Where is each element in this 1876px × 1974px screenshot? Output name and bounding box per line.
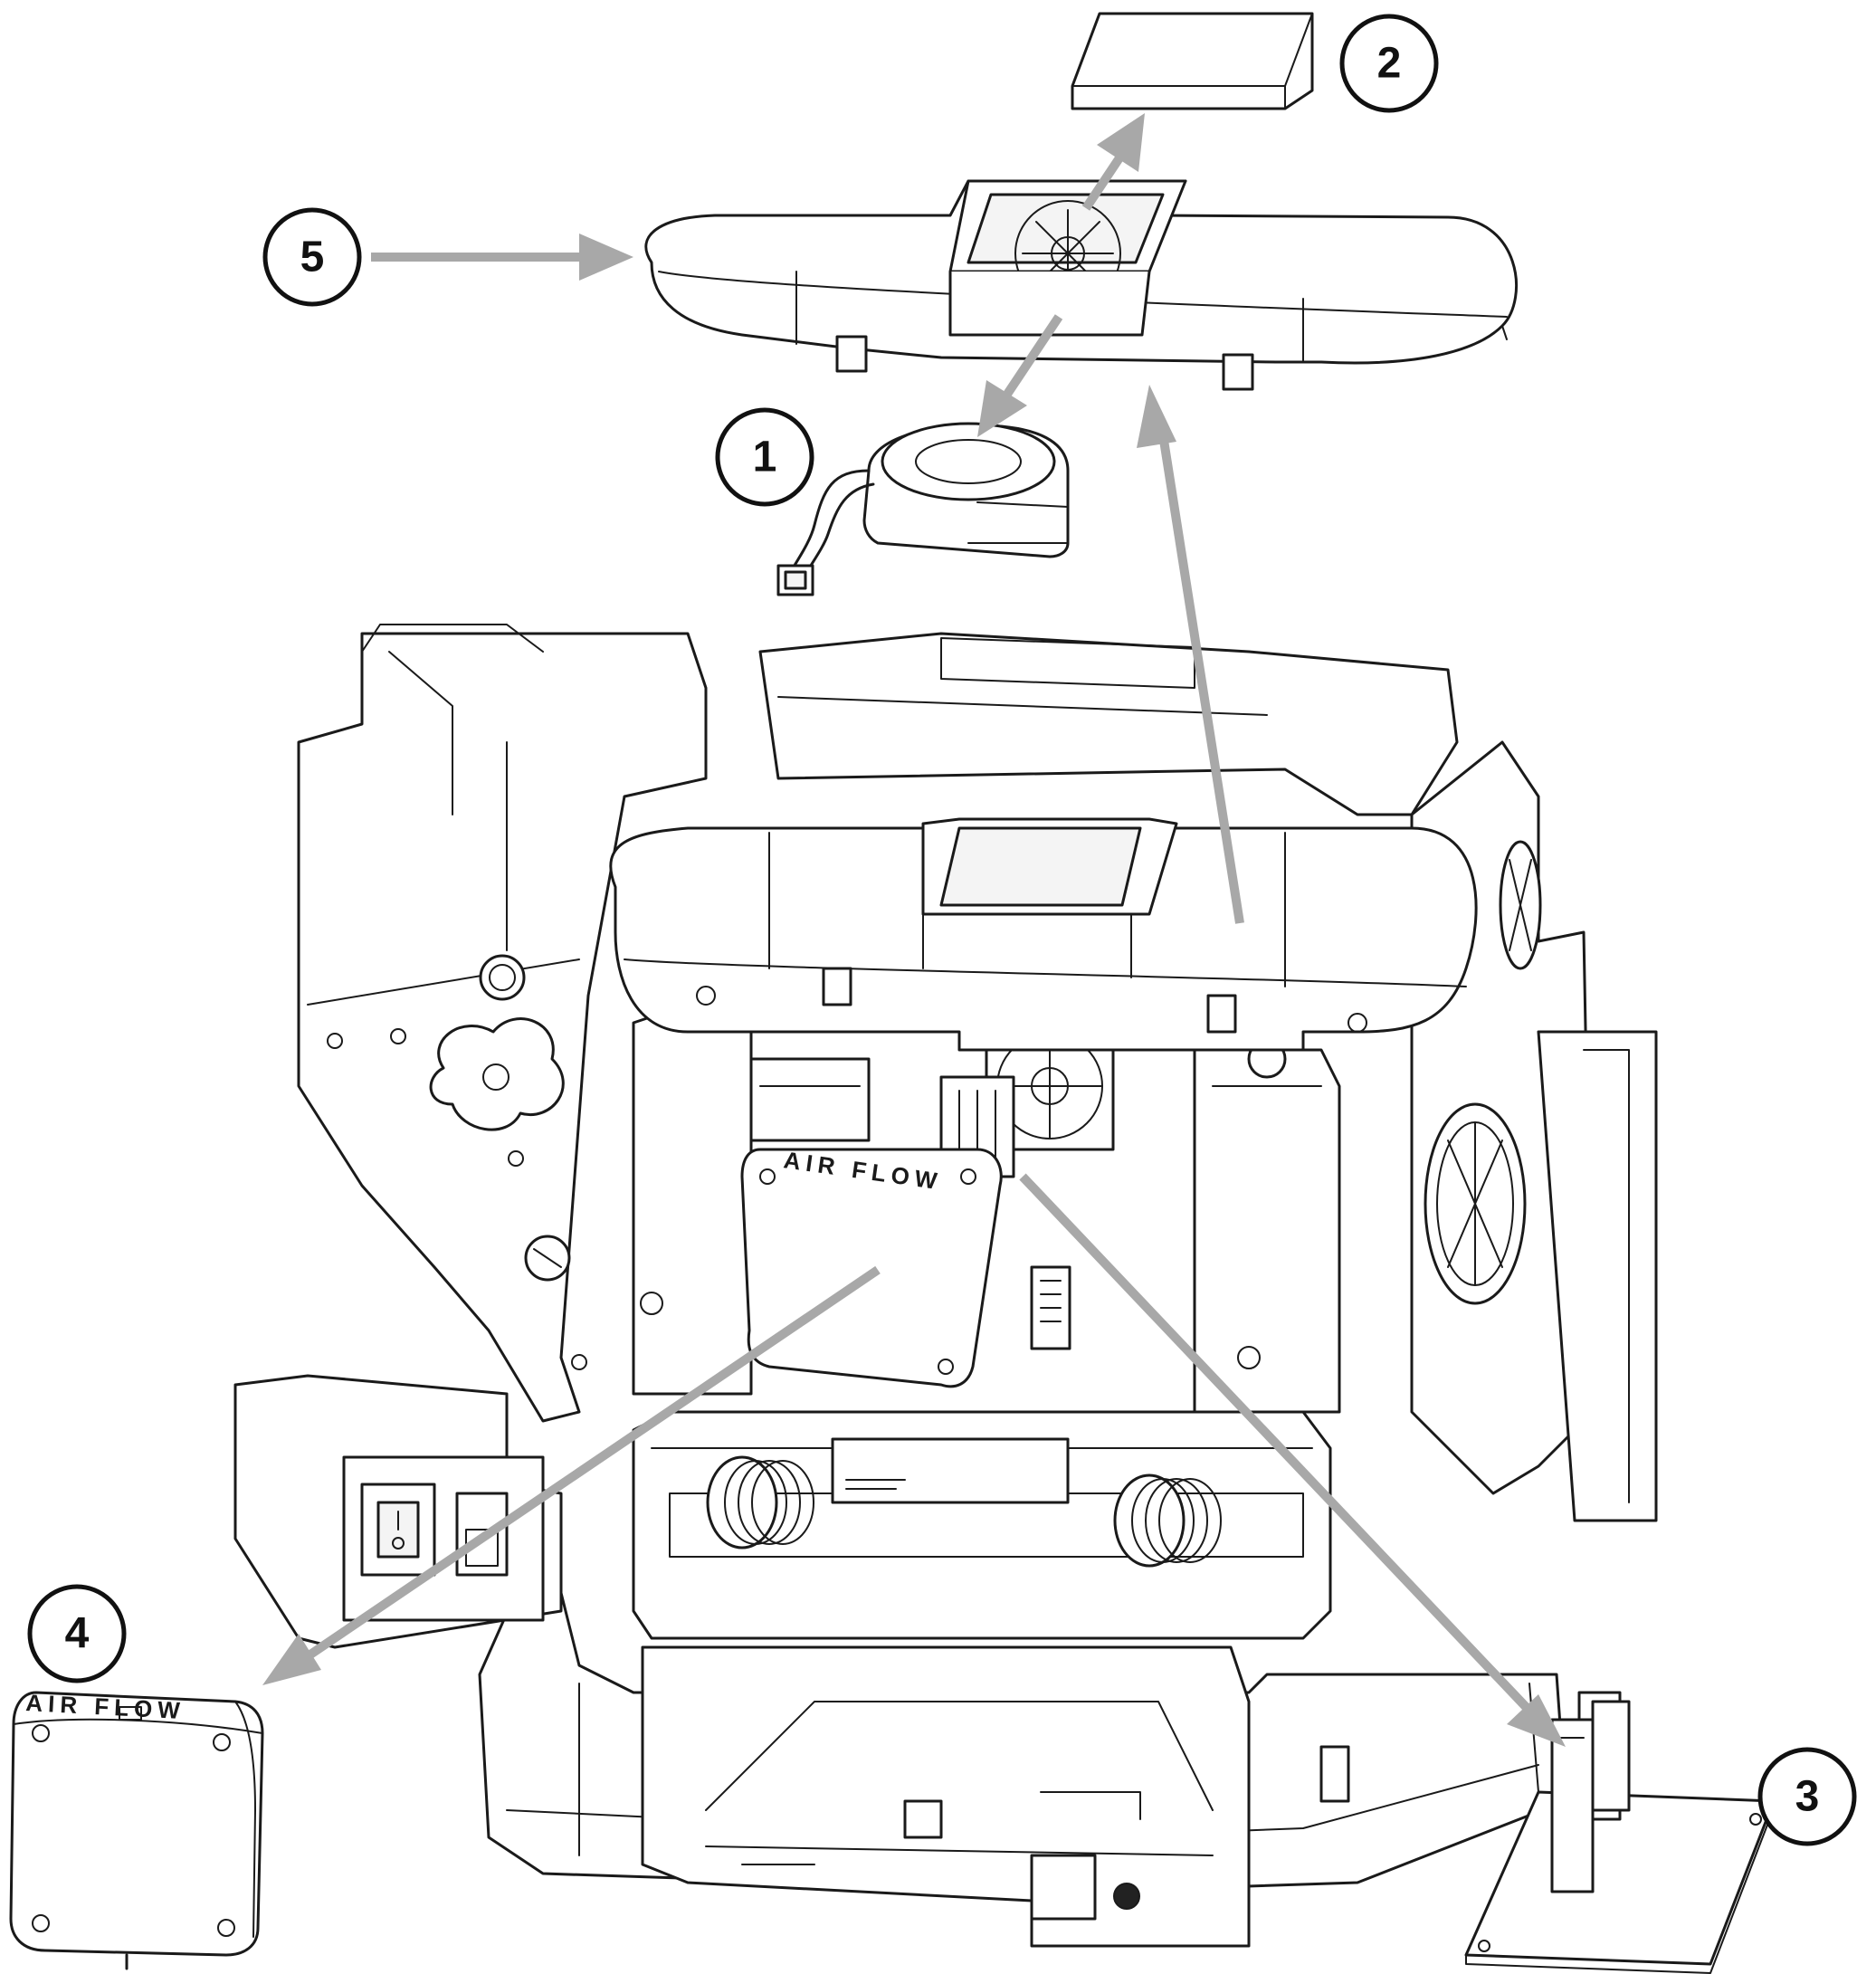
callout-5-label: 5 (300, 234, 325, 281)
callout-1-label: 1 (753, 434, 777, 482)
installed-air-duct (609, 817, 1478, 1052)
callouts: 1 2 3 4 5 (27, 14, 1857, 1846)
callout-3: 3 (1757, 1747, 1857, 1846)
spring-right (1113, 1473, 1222, 1568)
callout-5: 5 (262, 207, 362, 307)
part-5-air-duct (644, 179, 1519, 391)
arrow-4 (305, 1265, 881, 1661)
installed-airflow-cover: AIR FLOW (740, 1146, 1003, 1388)
arrow-duct-up (1158, 434, 1244, 924)
callout-4-label: 4 (65, 1610, 90, 1658)
arrow-1 (1000, 314, 1063, 401)
part-3-circuit-board (1464, 1691, 1776, 1974)
main-assembly: AIR FLOW (233, 624, 1658, 1948)
callout-1: 1 (715, 407, 814, 507)
left-duct-block (632, 1003, 753, 1396)
arrow-2 (1081, 151, 1127, 211)
callout-2: 2 (1339, 14, 1439, 113)
callout-4: 4 (27, 1584, 127, 1683)
spring-left (706, 1455, 814, 1550)
callout-2-label: 2 (1377, 40, 1402, 88)
arrows (262, 113, 1566, 1747)
top-frame (758, 632, 1459, 816)
part-2-filter-pad (1071, 12, 1314, 110)
carriage (632, 1410, 1332, 1640)
lower-module (641, 1645, 1251, 1948)
part-1-blower-fan (776, 422, 1070, 596)
part-4-airflow-cover: AIR FLOW (9, 1689, 264, 1970)
power-switch-box (233, 1374, 563, 1649)
arrow-3 (1019, 1173, 1533, 1714)
callout-3-label: 3 (1795, 1773, 1820, 1821)
